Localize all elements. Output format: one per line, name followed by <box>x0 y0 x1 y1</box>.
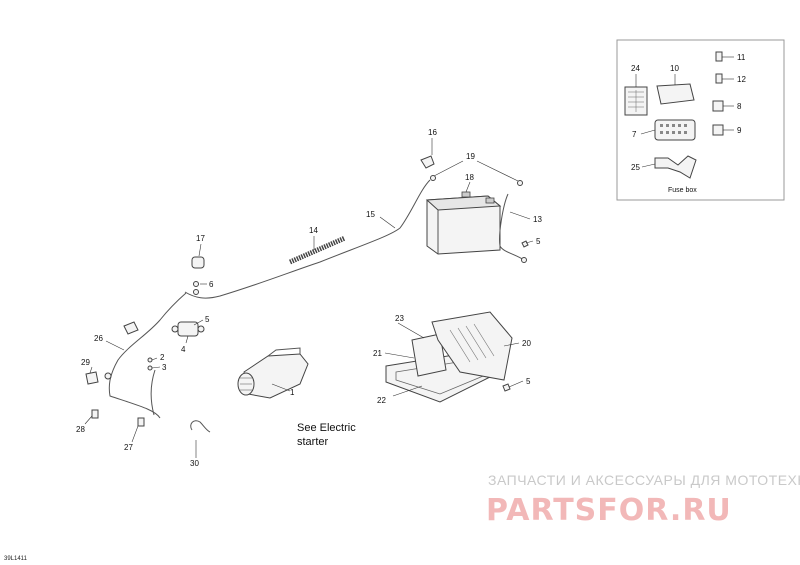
callout-11: 11 <box>737 53 746 62</box>
fuse-12 <box>715 73 723 84</box>
callout-7: 7 <box>632 130 637 139</box>
callout-16: 16 <box>428 128 437 137</box>
electric-starter <box>237 347 309 399</box>
callout-24: 24 <box>631 64 640 73</box>
fuse-box-inset: 11 12 8 9 10 24 7 25 Fuse box <box>616 39 785 201</box>
callout-30: 30 <box>190 459 199 468</box>
relay-9 <box>712 124 724 136</box>
callout-27: 27 <box>124 443 133 452</box>
relay-8 <box>712 100 724 112</box>
protective-sleeve <box>289 235 346 265</box>
callout-13: 13 <box>533 215 542 224</box>
callout-22: 22 <box>377 396 386 405</box>
callout-5-solenoid: 5 <box>205 315 210 324</box>
battery-holder <box>431 311 513 381</box>
callout-8: 8 <box>737 102 742 111</box>
watermark-ru-text: ЗАПЧАСТИ И АКСЕССУАРЫ ДЛЯ МОТОТЕХНИКИ <box>488 472 800 488</box>
callout-21: 21 <box>373 349 382 358</box>
negative-cable <box>499 193 525 261</box>
solenoid-cap <box>191 256 205 269</box>
positive-cable <box>184 179 431 299</box>
callout-4: 4 <box>181 345 186 354</box>
callout-5-battery: 5 <box>536 237 541 246</box>
callout-3: 3 <box>162 363 167 372</box>
callout-6: 6 <box>209 280 214 289</box>
inset-frame <box>616 39 785 201</box>
callout-10: 10 <box>670 64 679 73</box>
callout-12: 12 <box>737 75 746 84</box>
callout-14: 14 <box>309 226 318 235</box>
battery-bolt-left <box>430 175 436 181</box>
starter-solenoid <box>177 321 199 337</box>
fuse-box-caption: Fuse box <box>668 187 697 194</box>
callout-20: 20 <box>522 339 531 348</box>
battery-bolt-right <box>517 180 523 186</box>
callout-17: 17 <box>196 234 205 243</box>
note-starter: starter <box>297 436 329 448</box>
terminal-cap <box>420 155 435 169</box>
callout-9: 9 <box>737 126 742 135</box>
watermark-brand: PARTSFOR.RU <box>486 493 732 528</box>
callout-29: 29 <box>81 358 90 367</box>
cable-clip <box>85 371 99 385</box>
callout-2: 2 <box>160 353 165 362</box>
callout-19: 19 <box>466 152 475 161</box>
callout-23: 23 <box>395 314 404 323</box>
starter-cable <box>108 292 187 419</box>
ground-wire <box>190 420 211 433</box>
callouts: 16 19 18 13 5 15 14 17 6 5 4 26 2 3 29 2… <box>76 128 542 468</box>
callout-15: 15 <box>366 210 375 219</box>
callout-18: 18 <box>465 173 474 182</box>
battery-tray <box>385 311 513 403</box>
callout-26: 26 <box>94 334 103 343</box>
callout-1: 1 <box>290 388 295 397</box>
leader-lines <box>84 138 534 458</box>
fuse-11 <box>715 51 723 62</box>
callout-5-tray: 5 <box>526 377 531 386</box>
fuse-box-bracket <box>654 155 697 179</box>
callout-25: 25 <box>631 163 640 172</box>
callout-28: 28 <box>76 425 85 434</box>
note-see-electric: See Electric <box>297 422 356 434</box>
fuse-box-cover <box>656 83 695 105</box>
battery <box>425 191 502 255</box>
diagram-code: 39L1411 <box>4 556 28 562</box>
fuse-box-body <box>654 119 696 141</box>
